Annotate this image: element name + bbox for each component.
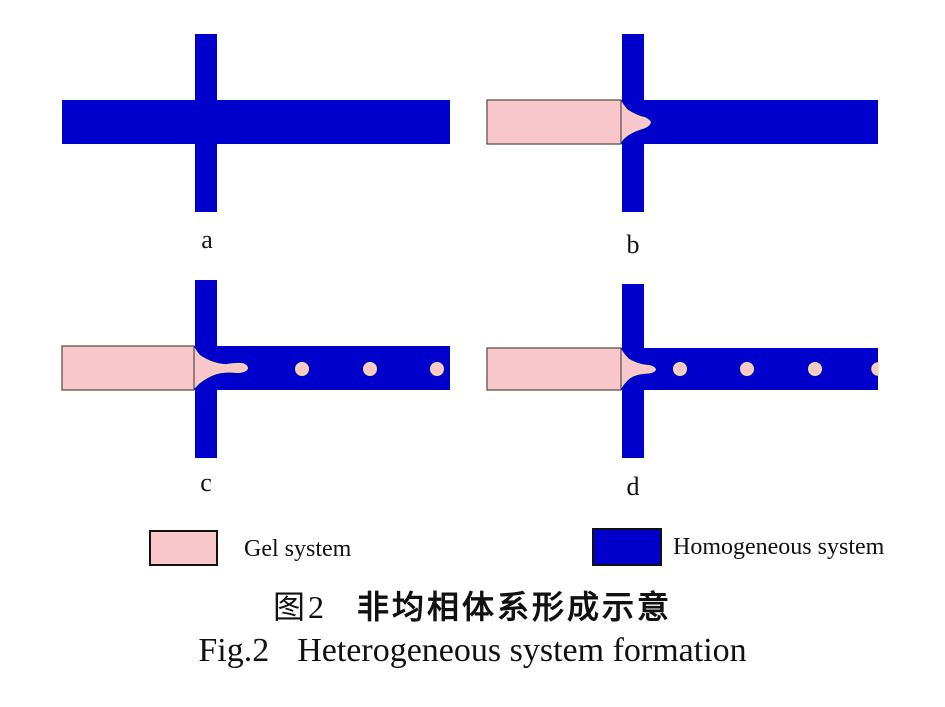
panel-d-droplet xyxy=(673,362,687,376)
panel-d-droplet xyxy=(808,362,822,376)
caption-chinese-title: 非均相体系形成示意 xyxy=(357,588,673,626)
panel-a-channel xyxy=(62,34,450,212)
panel-d-channel xyxy=(486,284,879,458)
legend-gel-swatch xyxy=(149,530,218,566)
panel-c-channel xyxy=(61,280,450,458)
panel-c-gel-region xyxy=(61,345,248,391)
panel-c-droplet xyxy=(430,362,444,376)
legend-gel-label: Gel system xyxy=(244,536,352,562)
caption-english: Fig.2 Heterogeneous system formation xyxy=(0,632,945,670)
panel-d-droplet xyxy=(740,362,754,376)
panel-a-horizontal-channel xyxy=(62,100,450,144)
panel-label-a: a xyxy=(201,225,213,254)
caption-english-number: Fig.2 xyxy=(198,632,270,669)
panel-d-droplet-partial xyxy=(871,362,879,376)
legend-homogeneous-swatch xyxy=(592,528,662,566)
panel-b-homogeneous-region xyxy=(620,100,878,144)
panel-c-droplet xyxy=(363,362,377,376)
caption-english-title: Heterogeneous system formation xyxy=(297,632,747,669)
panel-label-b: b xyxy=(626,230,640,259)
panel-c-gel-outline xyxy=(61,345,195,391)
legend-homogeneous-label: Homogeneous system xyxy=(673,534,885,560)
panel-d-gel-region xyxy=(486,347,656,391)
panel-label-d: d xyxy=(626,472,640,501)
caption-chinese-number: 图2 xyxy=(272,589,327,625)
panel-d-gel-outline xyxy=(486,347,622,391)
panel-b-channel xyxy=(486,34,878,212)
panel-b-gel-outline xyxy=(486,99,622,145)
panel-c-droplet xyxy=(295,362,309,376)
panel-label-c: c xyxy=(200,468,212,497)
panel-b-gel-region xyxy=(486,99,651,145)
caption-chinese: 图2 非均相体系形成示意 xyxy=(0,582,945,628)
